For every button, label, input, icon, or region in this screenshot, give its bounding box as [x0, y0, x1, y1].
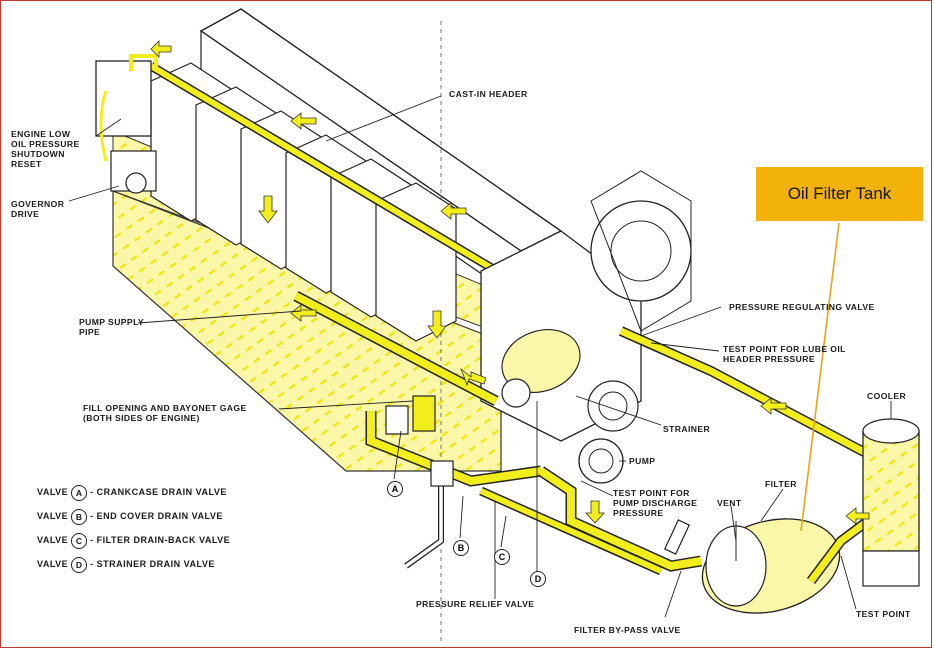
label-pump: PUMP [629, 456, 656, 466]
strainer-body [501, 329, 581, 393]
label-governor-drive: GOVERNOR DRIVE [11, 199, 65, 219]
label-pump-supply-pipe: PUMP SUPPLY PIPE [79, 317, 145, 337]
flow-arrows [150, 40, 870, 525]
label-engine-low-oil: ENGINE LOW OIL PRESSURE SHUTDOWN RESET [11, 129, 80, 169]
bypass-valve-body [664, 519, 690, 555]
valve-marker-a: A [387, 481, 403, 497]
label-filter-bypass-valve: FILTER BY-PASS VALVE [574, 625, 681, 635]
fill-cap [412, 395, 436, 432]
label-test-point: TEST POINT [856, 609, 911, 619]
label-test-point-lube: TEST POINT FOR LUBE OIL HEADER PRESSURE [723, 344, 846, 364]
label-pressure-regulating-valve: PRESSURE REGULATING VALVE [729, 302, 875, 312]
cooler-body [862, 430, 920, 552]
label-vent: VENT [717, 498, 742, 508]
valve-marker-c: C [494, 549, 510, 565]
label-cast-in-header: CAST-IN HEADER [449, 89, 528, 99]
label-fill-opening: FILL OPENING AND BAYONET GAGE (BOTH SIDE… [83, 403, 247, 423]
label-test-point-pump: TEST POINT FOR PUMP DISCHARGE PRESSURE [613, 488, 698, 518]
callout-pointer [800, 222, 840, 532]
label-pressure-relief-valve: PRESSURE RELIEF VALVE [416, 599, 535, 609]
cylinder-blocks [150, 62, 457, 342]
leader-lines [68, 95, 892, 618]
label-strainer: STRAINER [663, 424, 711, 434]
label-filter: FILTER [765, 479, 797, 489]
oil-filter-tank-callout: Oil Filter Tank [756, 167, 923, 221]
flywheel [590, 200, 692, 302]
valve-marker-b: B [453, 540, 469, 556]
label-cooler: COOLER [867, 391, 907, 401]
valve-marker-d: D [530, 571, 546, 587]
